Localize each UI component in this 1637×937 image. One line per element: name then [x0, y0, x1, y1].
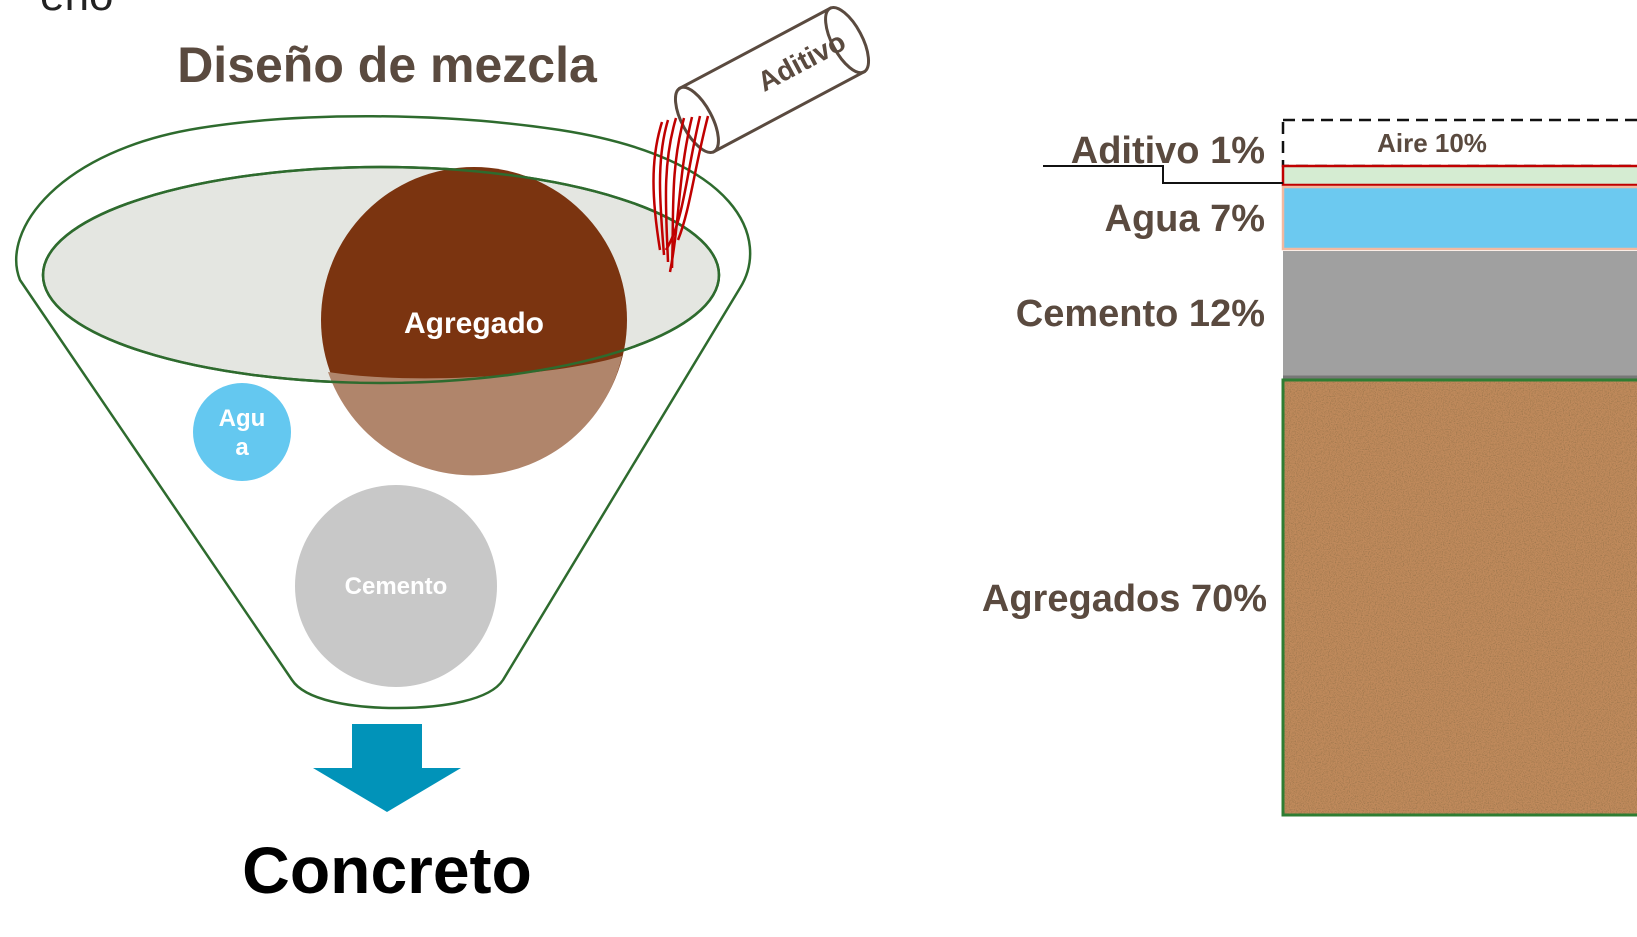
cemento-label: Cemento [345, 573, 448, 600]
mix-design-title: Diseño de mezcla [177, 37, 598, 93]
agua-label-line1: Agu [219, 405, 266, 432]
agregado-circle [41, 165, 721, 476]
aire-label: Aire 10% [1377, 128, 1487, 158]
agua-label-line2: a [235, 434, 249, 461]
layer-cemento [1283, 251, 1637, 377]
proportion-bar [1281, 118, 1637, 817]
agua-circle [193, 383, 291, 481]
layer-aditivo [1281, 164, 1637, 187]
cemento-percent-label: Cemento 12% [1016, 293, 1265, 335]
aditivo-label: Aditivo 1% [1071, 130, 1265, 172]
output-label: Concreto [242, 833, 532, 907]
layer-aire [1281, 118, 1637, 168]
aditivo-leader [1043, 165, 1283, 184]
agregado-label: Agregado [404, 307, 544, 340]
layer-agua [1281, 185, 1637, 251]
cropped-corner-text: eño [40, 0, 113, 20]
additive-stream [652, 115, 710, 273]
cemento-circle [295, 485, 497, 687]
agua-percent-label: Agua 7% [1105, 198, 1265, 240]
output-arrow [313, 724, 461, 812]
layer-agregados [1283, 380, 1637, 815]
agregados-percent-label: Agregados 70% [982, 578, 1267, 620]
